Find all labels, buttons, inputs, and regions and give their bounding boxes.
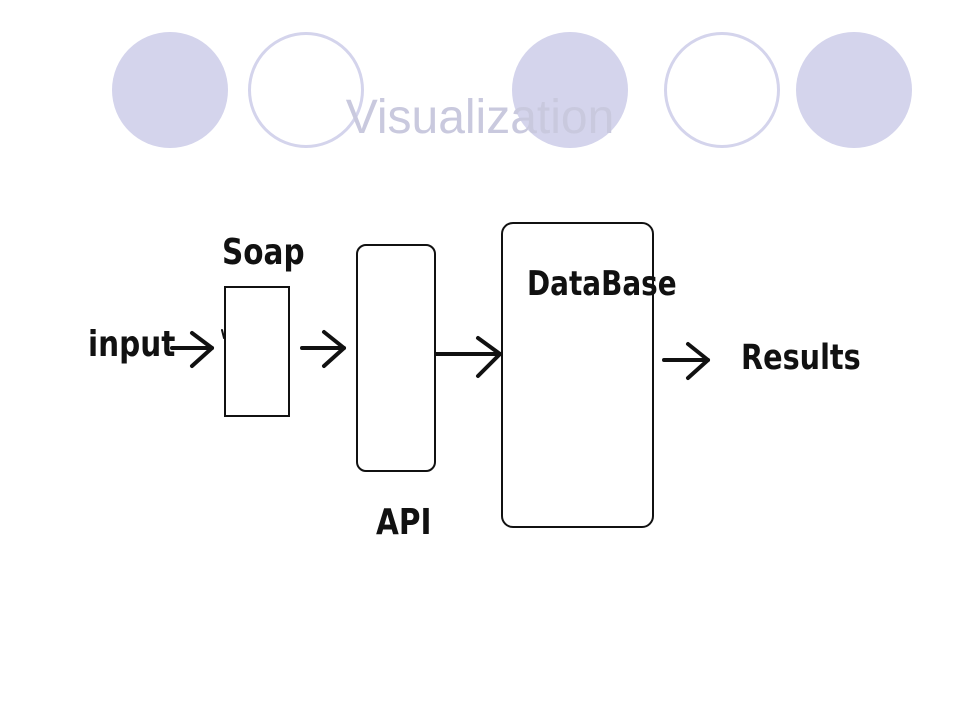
soap-box [224,286,290,417]
decor-circle-filled [112,32,228,148]
arrow-soap-to-api [300,330,346,368]
tick-mark [221,329,225,339]
api-box [356,244,436,472]
soap-label: Soap [222,232,305,273]
api-label: API [376,502,432,543]
input-label: input [88,324,176,365]
arrow-input-to-soap [170,331,214,368]
slide-title: Visualization [345,91,615,144]
arrow-database-to-results [662,342,710,380]
decor-circle-outline [248,32,364,148]
results-label: Results [741,338,861,378]
decor-circle-filled [512,32,628,148]
database-label: DataBase [527,264,677,304]
arrow-api-to-database [434,336,502,378]
decor-circle-outline [664,32,780,148]
database-box [501,222,654,528]
decor-circle-filled [796,32,912,148]
